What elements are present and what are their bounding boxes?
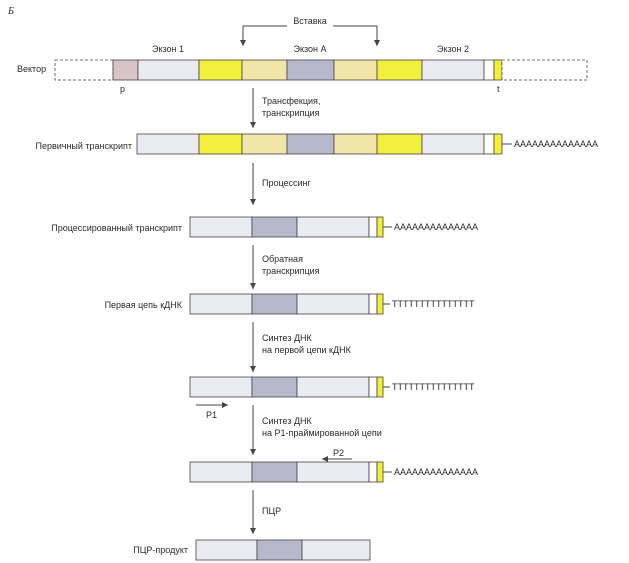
intron1-light-segment: [241, 59, 288, 81]
exonA-label: Экзон А: [293, 44, 326, 54]
promoter-label: p: [120, 84, 125, 94]
processed-transcript-label: Процессированный транскрипт: [51, 223, 182, 233]
pcr-product: [195, 539, 371, 561]
intron2-yellow-segment: [376, 59, 423, 81]
primary-transcript-label: Первичный транскрипт: [35, 141, 132, 151]
processed-transcript: [189, 216, 384, 238]
panel-label: Б: [7, 6, 14, 17]
polyA-tail-last: AAAAAAAAAAAAAA: [394, 467, 478, 477]
primer-p1-label: P1: [206, 410, 217, 420]
step4-label-b: на первой цепи кДНК: [262, 345, 352, 355]
step4-label-a: Синтез ДНК: [262, 333, 313, 343]
promoter-segment: [112, 59, 139, 81]
exon1-segment: [137, 59, 200, 81]
exon1-label: Экзон 1: [152, 44, 184, 54]
step2-label: Процессинг: [262, 178, 312, 188]
step1-label-b: транскрипция: [262, 108, 320, 118]
polyT-tail-second: TTTTTTTTTTTTTTT: [392, 382, 475, 392]
insert-bracket: Вставка: [240, 14, 380, 46]
double-strand-cdna: [189, 376, 384, 398]
primer-p2-label: P2: [333, 448, 344, 458]
step5-label-b: на P1-праймированной цепи: [262, 428, 382, 438]
intron2-light-segment: [333, 59, 378, 81]
terminator-segment: [493, 59, 503, 81]
exonA-segment: [286, 59, 335, 81]
step1-label-a: Трансфекция,: [262, 96, 320, 106]
pcr-product-label: ПЦР-продукт: [133, 545, 188, 555]
terminator-label: t: [497, 84, 500, 94]
step5-label-a: Синтез ДНК: [262, 416, 313, 426]
vector-label: Вектор: [17, 64, 46, 74]
p1-primed-strand: [189, 461, 384, 483]
polyA-tail-primary: AAAAAAAAAAAAAA: [514, 139, 598, 149]
step6-label: ПЦР: [262, 506, 281, 516]
step3-label-b: транскрипция: [262, 266, 320, 276]
vector-construct: [54, 59, 588, 81]
intron1-yellow-segment: [198, 59, 243, 81]
step3-label-a: Обратная: [262, 254, 303, 264]
first-strand-cdna: [189, 293, 384, 315]
polyA-tail-processed: AAAAAAAAAAAAAA: [394, 222, 478, 232]
insert-label: Вставка: [293, 16, 326, 26]
polyT-tail-first: TTTTTTTTTTTTTTT: [392, 299, 475, 309]
exon2-label: Экзон 2: [437, 44, 469, 54]
primary-transcript: [136, 133, 503, 155]
exon2-segment: [421, 59, 485, 81]
first-strand-label: Первая цепь кДНК: [105, 300, 183, 310]
